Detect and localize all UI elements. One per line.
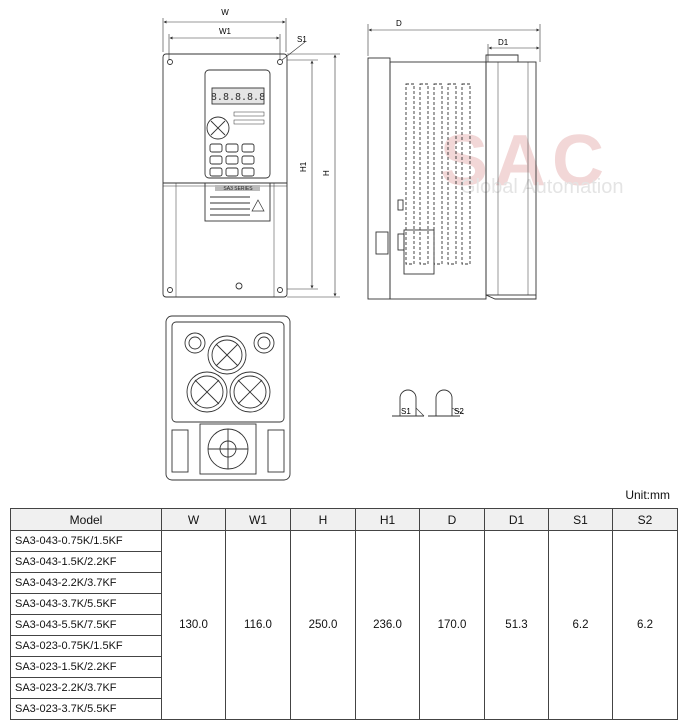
col-header-d: D [419,508,485,531]
dim-label-d1: D1 [498,38,509,47]
col-header-model: Model [10,508,162,531]
col-header-h1: H1 [355,508,420,531]
dimension-drawing: SAC Global Automation 8.8.8.8.8 [162,8,623,481]
value-h1: 236.0 [355,530,420,720]
value-w: 130.0 [161,530,226,720]
front-view: 8.8.8.8.8 SA3 SERIES [162,18,340,298]
table-row: SA3-043-3.7K/5.5KF [10,593,678,615]
col-header-h: H [290,508,356,531]
model-cell: SA3-043-2.2K/3.7KF [10,572,162,594]
series-plate: SA3 SERIES [223,186,253,192]
col-header-s2: S2 [612,508,678,531]
watermark: SAC Global Automation [440,121,623,201]
model-cell: SA3-023-3.7K/5.5KF [10,698,162,720]
value-w1: 116.0 [225,530,291,720]
table-header-row: Model W W1 H H1 D D1 S1 S2 [10,508,678,531]
svg-text:8.8.8.8.8: 8.8.8.8.8 [211,92,265,103]
value-h: 250.0 [290,530,356,720]
dim-label-d: D [396,19,402,28]
dim-label-w1: W1 [219,27,232,36]
bottom-view [165,315,291,481]
model-cell: SA3-023-2.2K/3.7KF [10,677,162,699]
value-s1: 6.2 [548,530,613,720]
value-d1: 51.3 [484,530,549,720]
dim-label-h1: H1 [299,161,308,172]
dim-label-w: W [221,8,229,17]
detail-label-s2: S2 [454,407,464,416]
col-header-w: W [161,508,226,531]
table-row: SA3-023-0.75K/1.5KF [10,635,678,657]
side-view [367,24,541,300]
model-cell: SA3-043-1.5K/2.2KF [10,551,162,573]
table-row: SA3-043-1.5K/2.2KF [10,551,678,573]
model-cell: SA3-043-3.7K/5.5KF [10,593,162,615]
s1-s2-detail [392,389,465,417]
model-cell: SA3-043-0.75K/1.5KF [10,530,162,552]
dim-label-h: H [322,170,331,176]
value-d: 170.0 [419,530,485,720]
value-s2: 6.2 [612,530,678,720]
unit-label: Unit:mm [625,488,670,502]
dimension-table: Model W W1 H H1 D D1 S1 S2 SA3-043-0.75K… [10,508,678,720]
dim-label-s1: S1 [297,35,307,44]
model-cell: SA3-043-5.5K/7.5KF [10,614,162,636]
detail-label-s1: S1 [401,407,411,416]
model-cell: SA3-023-1.5K/2.2KF [10,656,162,678]
table-row: SA3-023-2.2K/3.7KF [10,677,678,699]
table-row: SA3-043-0.75K/1.5KF 130.0 116.0 250.0 23… [10,530,678,720]
model-cell: SA3-023-0.75K/1.5KF [10,635,162,657]
col-header-d1: D1 [484,508,549,531]
watermark-tagline: Global Automation [460,176,623,198]
table-row: SA3-023-3.7K/5.5KF [10,698,678,720]
col-header-w1: W1 [225,508,291,531]
watermark-logo: SAC [440,121,610,201]
col-header-s1: S1 [548,508,613,531]
